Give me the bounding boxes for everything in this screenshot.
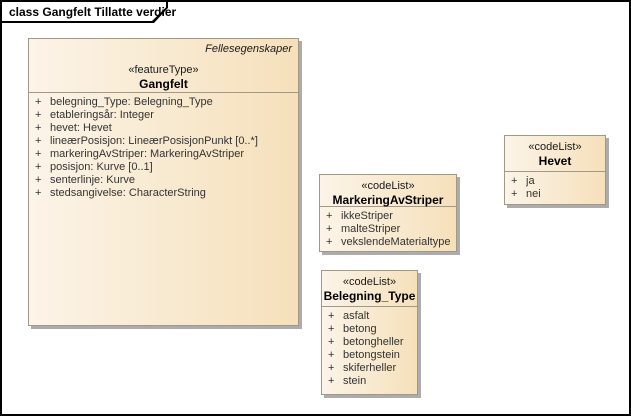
visibility-marker: + (35, 109, 42, 121)
uml-class-hevet: «codeList» Hevet + ja + nei (504, 135, 606, 205)
visibility-marker: + (328, 323, 335, 335)
visibility-marker: + (511, 175, 518, 187)
attribute-text: senterlinje: Kurve (50, 174, 135, 186)
visibility-marker: + (35, 187, 42, 199)
literal-text: skiferheller (343, 362, 397, 374)
enum-literal-row: + ja (505, 175, 605, 188)
hevet-header: «codeList» Hevet (505, 136, 605, 171)
visibility-marker: + (328, 375, 335, 387)
literal-text: vekslendeMaterialtype (341, 236, 451, 248)
frame-title-background (2, 2, 166, 21)
uml-class-belegning-type: «codeList» Belegning_Type + asfalt + beton… (321, 270, 418, 395)
literal-text: malteStriper (341, 223, 401, 235)
literal-text: ja (526, 175, 535, 187)
attribute-text: lineærPosisjon: LineærPosisjonPunkt [0..… (50, 135, 258, 147)
enum-literal-row: + skiferheller (322, 362, 417, 375)
attribute-text: posisjon: Kurve [0..1] (50, 161, 153, 173)
attribute-row: + belegning_Type: Belegning_Type (29, 96, 298, 109)
visibility-marker: + (328, 362, 335, 374)
markeringavstriper-class-name: MarkeringAvStriper (332, 193, 444, 207)
attribute-row: + etableringsår: Integer (29, 109, 298, 122)
diagram-title: class Gangfelt Tillatte verdier (9, 5, 177, 19)
visibility-marker: + (35, 174, 42, 186)
visibility-marker: + (326, 223, 333, 235)
attribute-text: stedsangivelse: CharacterString (50, 187, 206, 199)
enum-literal-row: + ikkeStriper (320, 210, 456, 223)
visibility-marker: + (328, 349, 335, 361)
visibility-marker: + (35, 122, 42, 134)
attribute-row: + markeringAvStriper: MarkeringAvStriper (29, 148, 298, 161)
visibility-marker: + (35, 161, 42, 173)
gangfelt-header: Fellesegenskaper «featureType» Gangfelt (29, 39, 298, 92)
gangfelt-class-name: Gangfelt (139, 77, 188, 91)
enum-literal-row: + stein (322, 375, 417, 388)
visibility-marker: + (511, 188, 518, 200)
enum-literal-row: + betongheller (322, 336, 417, 349)
attribute-text: markeringAvStriper: MarkeringAvStriper (50, 148, 244, 160)
literal-text: ikkeStriper (341, 210, 393, 222)
gangfelt-owner-tag: Fellesegenskaper (205, 43, 292, 55)
hevet-stereotype: «codeList» (528, 141, 582, 153)
attribute-row: + senterlinje: Kurve (29, 174, 298, 187)
hevet-literals-compartment: + ja + nei (505, 171, 605, 201)
visibility-marker: + (35, 135, 42, 147)
literal-text: nei (526, 188, 541, 200)
literal-text: asfalt (343, 310, 370, 322)
uml-class-markeringavstriper: «codeList» MarkeringAvStriper + ikkeStrip… (319, 174, 457, 252)
enum-literal-row: + betongstein (322, 349, 417, 362)
enum-literal-row: + asfalt (322, 310, 417, 323)
markeringavstriper-header: «codeList» MarkeringAvStriper (320, 175, 456, 207)
gangfelt-attributes-compartment: + belegning_Type: Belegning_Type + etabler… (29, 92, 298, 200)
belegning-type-stereotype: «codeList» (342, 276, 397, 288)
visibility-marker: + (35, 96, 42, 108)
literal-text: stein (343, 375, 367, 387)
attribute-row: + stedsangivelse: CharacterString (29, 187, 298, 200)
belegning-type-literals-compartment: + asfalt + betong + betongheller + betongste… (322, 306, 417, 388)
attribute-text: hevet: Hevet (50, 122, 112, 134)
markeringavstriper-literals-compartment: + ikkeStriper + malteStriper + vekslendeMat… (320, 206, 456, 249)
attribute-text: etableringsår: Integer (50, 109, 154, 121)
attribute-text: belegning_Type: Belegning_Type (50, 96, 213, 108)
enum-literal-row: + malteStriper (320, 223, 456, 236)
belegning-type-header: «codeList» Belegning_Type (322, 271, 417, 306)
literal-text: betong (343, 323, 377, 335)
literal-text: betongstein (343, 349, 400, 361)
visibility-marker: + (326, 236, 333, 248)
markeringavstriper-stereotype: «codeList» (361, 180, 415, 192)
enum-literal-row: + betong (322, 323, 417, 336)
uml-class-gangfelt: Fellesegenskaper «featureType» Gangfelt … (28, 38, 299, 326)
hevet-class-name: Hevet (538, 154, 572, 168)
gangfelt-stereotype: «featureType» (128, 64, 199, 76)
visibility-marker: + (328, 336, 335, 348)
belegning-type-class-name: Belegning_Type (323, 289, 416, 303)
enum-literal-row: + nei (505, 188, 605, 201)
attribute-row: + posisjon: Kurve [0..1] (29, 161, 298, 174)
enum-literal-row: + vekslendeMaterialtype (320, 236, 456, 249)
attribute-row: + hevet: Hevet (29, 122, 298, 135)
literal-text: betongheller (343, 336, 404, 348)
visibility-marker: + (328, 310, 335, 322)
visibility-marker: + (35, 148, 42, 160)
frame-title-pentagon: class Gangfelt Tillatte verdier (2, 2, 176, 23)
attribute-row: + lineærPosisjon: LineærPosisjonPunkt [0.… (29, 135, 298, 148)
visibility-marker: + (326, 210, 333, 222)
